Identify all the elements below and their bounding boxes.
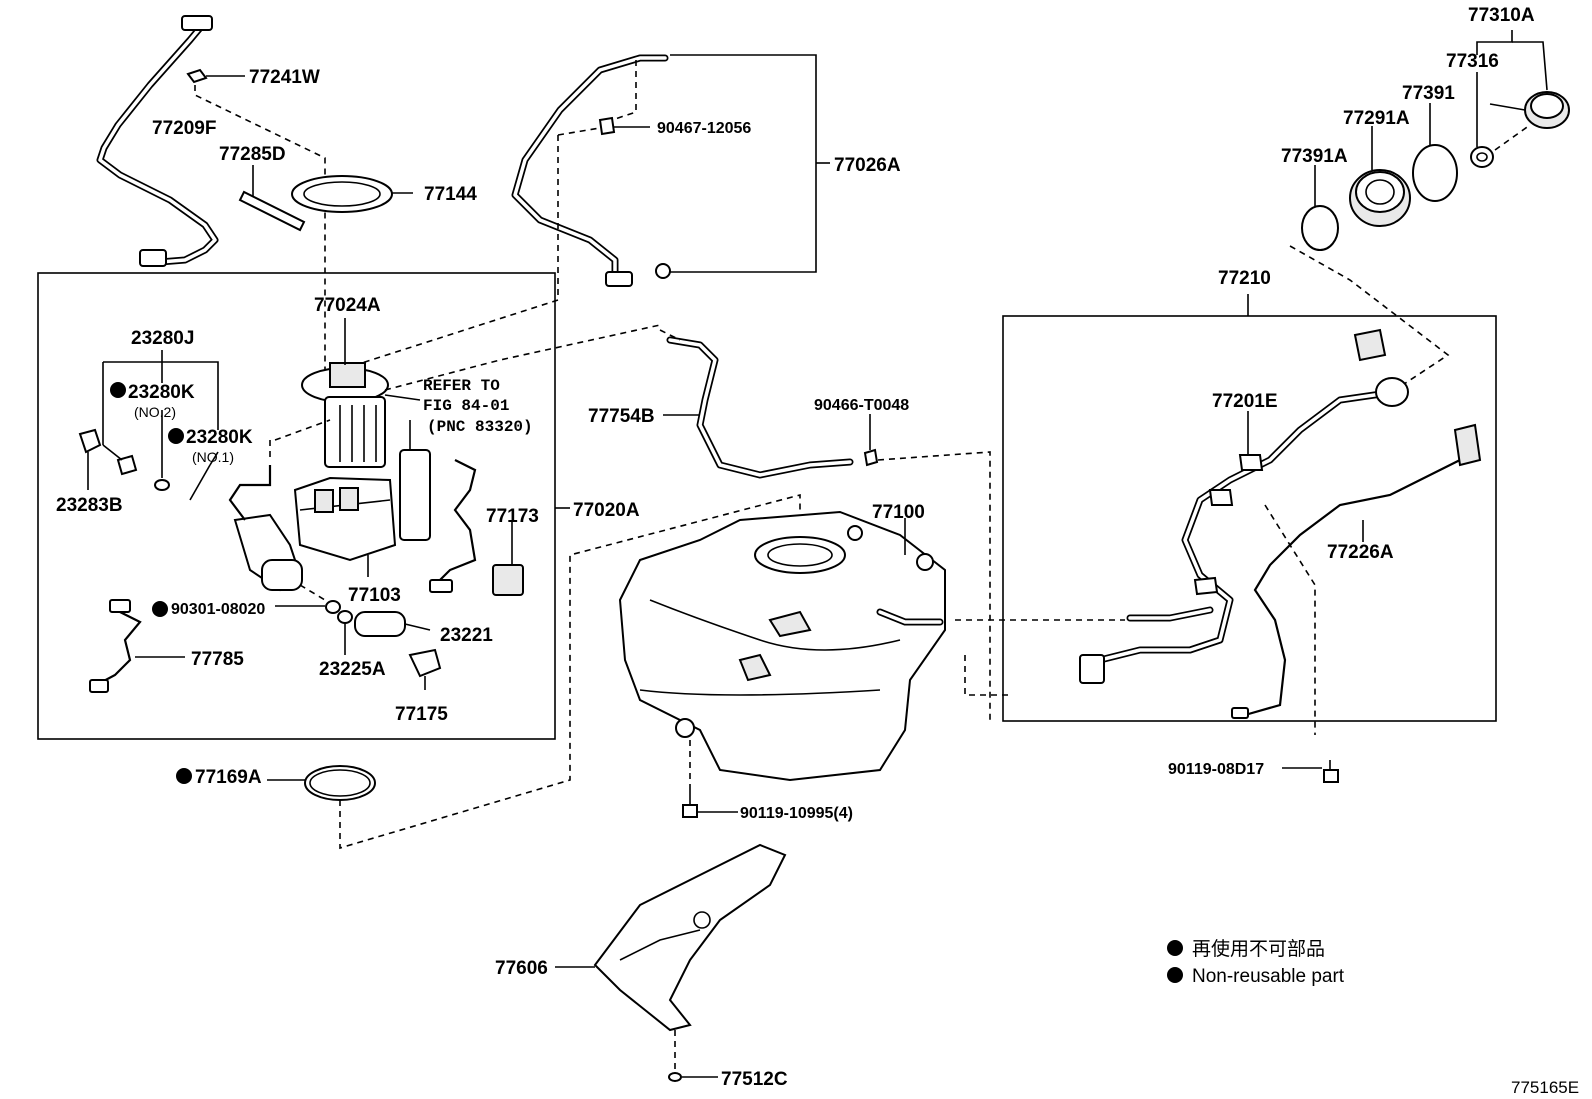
bracket-23283b	[78, 428, 102, 454]
non-reusable-marker	[152, 601, 168, 617]
note-refer-3: (PNC 83320)	[427, 418, 533, 436]
label-77210: 77210	[1218, 268, 1271, 289]
label-77169a: 77169A	[195, 767, 262, 788]
gasket-77169a	[304, 765, 376, 801]
filler-pipe-box	[1002, 315, 1497, 722]
note-refer-1: REFER TO	[423, 377, 500, 395]
label-77606: 77606	[495, 958, 548, 979]
clip-90466-t0048	[863, 448, 879, 467]
non-reusable-marker	[110, 382, 126, 398]
harness-77209f	[96, 15, 219, 267]
label-77241w: 77241W	[249, 67, 320, 88]
o-ring-90301-08020	[325, 600, 341, 614]
note-no1: (NO.1)	[192, 449, 234, 465]
clip-77512c	[668, 1072, 682, 1082]
o-ring-23280k-no2	[154, 479, 170, 491]
label-77020a: 77020A	[573, 500, 640, 521]
bracket-77175	[408, 648, 442, 678]
fuel-cap-77310a	[1524, 91, 1570, 129]
clip-77241w	[186, 68, 208, 84]
filter-assembly	[228, 465, 303, 592]
label-23221: 23221	[440, 625, 493, 646]
label-77024a: 77024A	[314, 295, 381, 316]
label-90119-08d17: 90119-08D17	[1168, 761, 1264, 778]
non-reusable-marker	[176, 768, 192, 784]
label-77391: 77391	[1402, 83, 1455, 104]
label-77291a: 77291A	[1343, 108, 1410, 129]
reservoir-77103	[293, 476, 397, 562]
label-77391a: 77391A	[1281, 146, 1348, 167]
pump-module-77024a	[301, 362, 389, 468]
label-77026a: 77026A	[834, 155, 901, 176]
sensor-small	[116, 454, 138, 476]
figure-id: 775165E	[1511, 1078, 1579, 1097]
label-77201e: 77201E	[1212, 391, 1278, 412]
non-reusable-marker	[168, 428, 184, 444]
label-77103: 77103	[348, 585, 401, 606]
label-77173: 77173	[486, 506, 539, 527]
bolt-90119-10995	[682, 790, 698, 818]
hose-77754b	[666, 336, 854, 479]
note-refer-2: FIG 84-01	[423, 397, 509, 415]
protector-77606	[593, 843, 787, 1032]
legend-marker-en	[1167, 967, 1183, 983]
legend-marker-jp	[1167, 940, 1183, 956]
retainer-77285d	[238, 190, 306, 232]
label-90466-t0048: 90466-T0048	[814, 397, 909, 414]
label-23280k-no1: 23280K	[186, 427, 253, 448]
label-90301-08020: 90301-08020	[171, 601, 265, 618]
label-23225a: 23225A	[319, 659, 386, 680]
label-90119-10995: 90119-10995(4)	[740, 805, 853, 822]
label-77226a: 77226A	[1327, 542, 1394, 563]
housing-77291a	[1349, 169, 1411, 227]
label-77316: 77316	[1446, 51, 1499, 72]
bolt-90119-08d17	[1323, 760, 1339, 783]
label-23280k-no2: 23280K	[128, 382, 195, 403]
label-90467-12056: 90467-12056	[657, 120, 751, 137]
label-77209f: 77209F	[152, 118, 216, 139]
label-77785: 77785	[191, 649, 244, 670]
harness-77785	[89, 599, 142, 693]
ring-77391	[1412, 144, 1458, 202]
legend-jp: 再使用不可部品	[1192, 938, 1325, 960]
label-77100: 77100	[872, 502, 925, 523]
label-77754b: 77754B	[588, 406, 655, 427]
label-77285d: 77285D	[219, 144, 286, 165]
breather-tube-77226a	[1231, 423, 1482, 719]
label-23283b: 23283B	[56, 495, 123, 516]
legend-en: Non-reusable part	[1192, 966, 1345, 987]
filler-pipe-77201e	[1079, 328, 1409, 684]
fuel-pump-23221	[354, 611, 431, 637]
sender-77173	[399, 420, 524, 596]
note-no2: (NO.2)	[134, 404, 176, 420]
label-77144: 77144	[424, 184, 477, 205]
hose-77026a	[511, 54, 671, 287]
fuel-tank-77100	[618, 510, 946, 782]
pump-assembly-box	[37, 272, 556, 740]
label-77175: 77175	[395, 704, 448, 725]
label-77310a: 77310A	[1468, 5, 1535, 26]
ring-77391a	[1301, 205, 1339, 251]
clip-90467-12056	[598, 116, 616, 136]
label-23280j: 23280J	[131, 328, 194, 349]
gasket-77316	[1470, 146, 1494, 168]
part-23225a	[337, 610, 353, 624]
label-77512c: 77512C	[721, 1069, 788, 1090]
